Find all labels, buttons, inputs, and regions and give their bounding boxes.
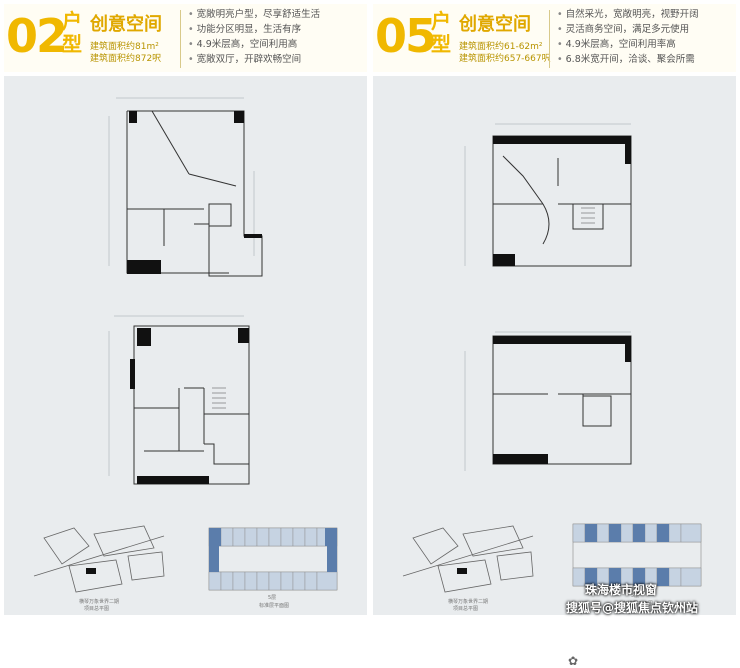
floor-plate-caption: 5层 — [268, 595, 277, 601]
header-divider — [180, 10, 181, 68]
site-map-subcaption: 项目总平图 — [453, 606, 479, 612]
site-map-caption: 横琴万象世界二期 — [79, 599, 120, 605]
site-map — [33, 525, 165, 593]
floorplan-card-05: 05 户型 创意空间 建筑面积约61-62m² 建筑面积约657-667呎 自然… — [373, 4, 736, 668]
area-sqft: 建筑面积约872呎 — [90, 54, 162, 64]
wechat-icon: ✿ — [568, 654, 579, 668]
unit-number: 05 — [375, 9, 437, 63]
upper-floor-plan — [126, 110, 263, 277]
card-title: 创意空间 — [459, 14, 531, 35]
feature-item: 4.9米层高，空间利用高 — [188, 37, 320, 52]
unit-type-label: 户型 — [62, 9, 82, 56]
site-map-subcaption: 项目总平图 — [84, 606, 110, 612]
plan-area: 横琴万象世界二期 项目总平图 5层 标准层平面图 ✿ 珠海楼市视窗 搜狐号@搜狐… — [373, 76, 736, 668]
feature-item: 功能分区明显，生活有序 — [188, 22, 320, 37]
area-sqm: 建筑面积约81m² — [90, 42, 159, 52]
feature-item: 6.8米宽开间，洽谈、聚会所需 — [557, 52, 699, 67]
watermark-account: 珠海楼市视窗 — [585, 583, 658, 597]
lower-floor-plan — [133, 325, 250, 485]
feature-item: 宽敞明亮户型，尽享舒适生活 — [188, 7, 321, 22]
upper-floor-plan — [492, 135, 632, 267]
area-sqm: 建筑面积约61-62m² — [459, 42, 543, 52]
card-header: 02 户型 创意空间 建筑面积约81m² 建筑面积约872呎 宽敞明亮户型，尽享… — [4, 4, 367, 72]
feature-item: 宽敞双厅，开辟欢畅空间 — [188, 52, 320, 67]
area-sqft: 建筑面积约657-667呎 — [459, 54, 551, 64]
feature-list: 宽敞明亮户型，尽享舒适生活 功能分区明显，生活有序 4.9米层高，空间利用高 宽… — [188, 7, 321, 67]
site-map — [402, 525, 534, 593]
floorplan-drawing — [402, 123, 702, 593]
unit-type-label: 户型 — [431, 9, 451, 56]
floorplan-drawing — [33, 97, 338, 593]
plan-area: 横琴万象世界二期 项目总平图 5层 标准层平面图 — [4, 76, 367, 615]
feature-item: 灵活商务空间，满足多元使用 — [557, 22, 699, 37]
card-title: 创意空间 — [90, 14, 162, 35]
lower-floor-plan — [492, 335, 632, 465]
watermark-credit: 搜狐号@搜狐焦点钦州站 — [566, 601, 699, 615]
floorplan-card-02: 02 户型 创意空间 建筑面积约81m² 建筑面积约872呎 宽敞明亮户型，尽享… — [4, 4, 367, 615]
card-header: 05 户型 创意空间 建筑面积约61-62m² 建筑面积约657-667呎 自然… — [373, 4, 736, 72]
floor-plate-subcaption: 标准层平面图 — [259, 603, 290, 609]
header-divider — [549, 10, 550, 68]
unit-number: 02 — [6, 9, 68, 63]
floor-plate-subcaption: 标准层平面图 — [623, 601, 654, 607]
feature-list: 自然采光，宽敞明亮，视野开阔 灵活商务空间，满足多元使用 4.9米层高，空间利用… — [557, 7, 699, 67]
feature-item: 4.9米层高，空间利用率高 — [557, 37, 699, 52]
site-map-caption: 横琴万象世界二期 — [448, 599, 489, 605]
floor-plate-caption: 5层 — [631, 593, 640, 599]
feature-item: 自然采光，宽敞明亮，视野开阔 — [557, 7, 699, 22]
